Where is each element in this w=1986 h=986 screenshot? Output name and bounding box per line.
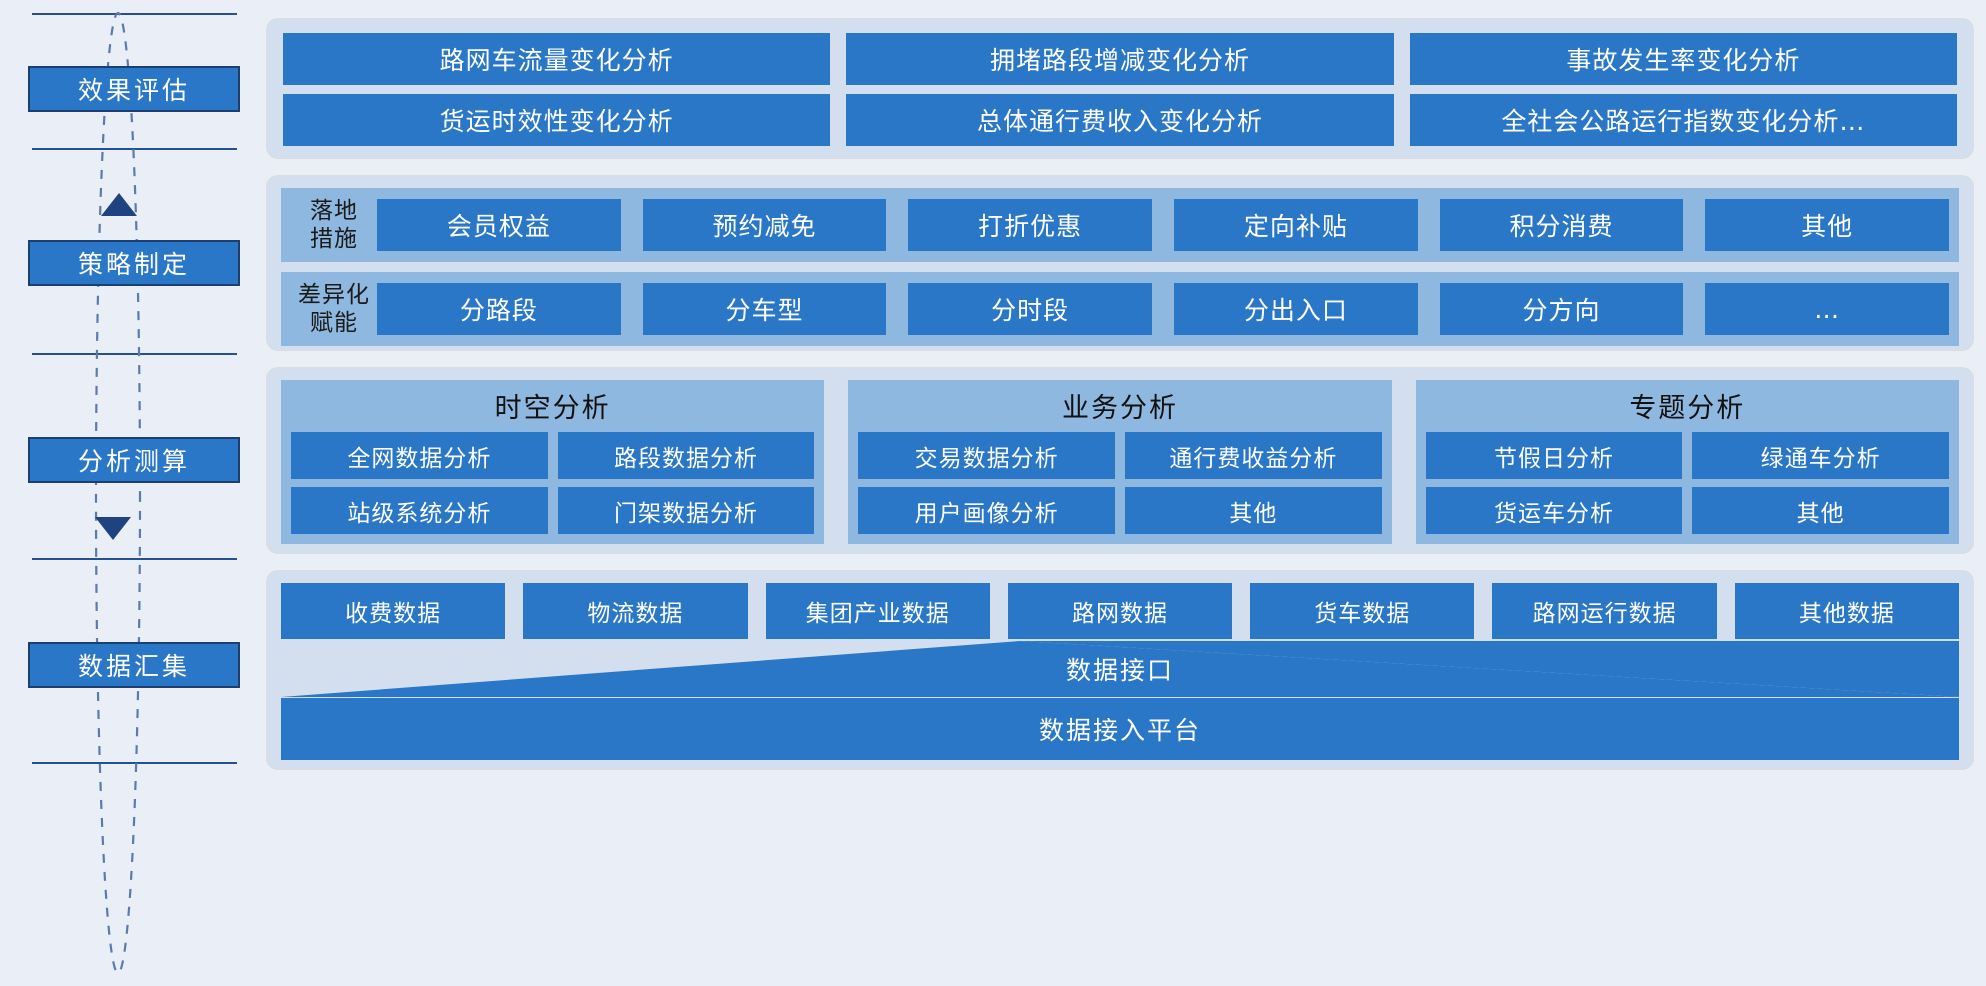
rail-divider-4 (32, 762, 237, 764)
arrow-down-icon (95, 517, 131, 540)
strategy-item[interactable]: 分车型 (642, 283, 887, 335)
strategy-item[interactable]: 打折优惠 (908, 199, 1152, 251)
data-source-item[interactable]: 路网运行数据 (1492, 583, 1717, 639)
evaluation-item[interactable]: 拥堵路段增减变化分析 (846, 33, 1394, 85)
data-source-item[interactable]: 路网数据 (1007, 583, 1233, 639)
stage-item-effect-evaluation[interactable]: 效果评估 (28, 66, 240, 112)
strategy-item[interactable]: … (1705, 283, 1949, 335)
analysis-column-group: 时空分析 全网数据分析 路段数据分析 站级系统分析 门架数据分析 业务分析 交易… (281, 380, 1959, 544)
analysis-column-thematic: 专题分析 节假日分析 绿通车分析 货运车分析 其他 (1415, 380, 1959, 544)
stage-item-analysis-calculation[interactable]: 分析测算 (28, 437, 240, 483)
analysis-column-title: 时空分析 (494, 393, 611, 424)
analysis-item[interactable]: 节假日分析 (1425, 432, 1683, 479)
analysis-column-title: 业务分析 (1061, 393, 1178, 424)
strategy-row-label: 落地 措施 (310, 198, 358, 252)
panel-analysis-calculation: 时空分析 全网数据分析 路段数据分析 站级系统分析 门架数据分析 业务分析 交易… (266, 367, 1974, 554)
stage-rail: 效果评估 策略制定 分析测算 数据汇集 (0, 0, 266, 986)
stage-label: 效果评估 (77, 76, 190, 105)
strategy-item[interactable]: 积分消费 (1439, 199, 1684, 251)
analysis-item-grid: 节假日分析 绿通车分析 货运车分析 其他 (1425, 432, 1949, 534)
analysis-column-spatiotemporal: 时空分析 全网数据分析 路段数据分析 站级系统分析 门架数据分析 (281, 380, 825, 544)
panel-strategy-formulation: 落地 措施 会员权益 预约减免 打折优惠 定向补贴 积分消费 其他 差异化 赋能… (266, 175, 1974, 351)
evaluation-item[interactable]: 全社会公路运行指数变化分析… (1409, 94, 1957, 146)
analysis-item[interactable]: 用户画像分析 (858, 487, 1115, 534)
stage-label: 策略制定 (77, 250, 190, 279)
evaluation-item[interactable]: 事故发生率变化分析 (1409, 33, 1957, 85)
strategy-item[interactable]: 定向补贴 (1174, 199, 1418, 251)
data-interface-funnel[interactable]: 数据接口 (281, 641, 1959, 697)
evaluation-item[interactable]: 总体通行费收入变化分析 (846, 94, 1394, 146)
data-source-item[interactable]: 货车数据 (1250, 583, 1475, 639)
data-source-item[interactable]: 收费数据 (281, 583, 506, 639)
analysis-item[interactable]: 门架数据分析 (557, 487, 815, 534)
analysis-item[interactable]: 路段数据分析 (557, 432, 815, 479)
analysis-item[interactable]: 其他 (1124, 487, 1382, 534)
panel-data-collection: 收费数据 物流数据 集团产业数据 路网数据 货车数据 路网运行数据 其他数据 数… (266, 570, 1974, 770)
strategy-row-measures: 落地 措施 会员权益 预约减免 打折优惠 定向补贴 积分消费 其他 (281, 188, 1959, 262)
analysis-item[interactable]: 绿通车分析 (1692, 432, 1949, 479)
stage-label: 数据汇集 (77, 652, 190, 681)
strategy-item[interactable]: 分路段 (377, 283, 621, 335)
data-source-item[interactable]: 其他数据 (1734, 583, 1959, 639)
analysis-item[interactable]: 通行费收益分析 (1124, 432, 1382, 479)
analysis-item[interactable]: 货运车分析 (1425, 487, 1683, 534)
strategy-item[interactable]: 其他 (1705, 199, 1949, 251)
strategy-item-group: 分路段 分车型 分时段 分出入口 分方向 … (377, 272, 1949, 346)
evaluation-item[interactable]: 路网车流量变化分析 (283, 33, 831, 85)
strategy-row-differentiation: 差异化 赋能 分路段 分车型 分时段 分出入口 分方向 … (281, 272, 1959, 346)
strategy-item[interactable]: 会员权益 (377, 199, 621, 251)
data-platform-bar[interactable]: 数据接入平台 (281, 698, 1959, 760)
stage-label: 分析测算 (77, 447, 190, 476)
analysis-column-business: 业务分析 交易数据分析 通行费收益分析 用户画像分析 其他 (848, 380, 1392, 544)
data-source-item[interactable]: 物流数据 (523, 583, 748, 639)
strategy-item[interactable]: 分方向 (1439, 283, 1684, 335)
strategy-item-group: 会员权益 预约减免 打折优惠 定向补贴 积分消费 其他 (377, 188, 1949, 262)
content-column: 路网车流量变化分析 拥堵路段增减变化分析 事故发生率变化分析 货运时效性变化分析… (266, 0, 1986, 986)
analysis-item[interactable]: 全网数据分析 (291, 432, 548, 479)
stage-item-strategy-formulation[interactable]: 策略制定 (28, 240, 240, 286)
analysis-item[interactable]: 交易数据分析 (858, 432, 1115, 479)
panel-effect-evaluation: 路网车流量变化分析 拥堵路段增减变化分析 事故发生率变化分析 货运时效性变化分析… (266, 18, 1974, 159)
analysis-item[interactable]: 站级系统分析 (291, 487, 548, 534)
strategy-item[interactable]: 预约减免 (642, 199, 887, 251)
data-source-row: 收费数据 物流数据 集团产业数据 路网数据 货车数据 路网运行数据 其他数据 (281, 583, 1959, 639)
analysis-item-grid: 全网数据分析 路段数据分析 站级系统分析 门架数据分析 (291, 432, 815, 534)
strategy-row-label: 差异化 赋能 (298, 282, 370, 336)
arrow-up-icon (101, 193, 137, 216)
rail-divider-0 (32, 13, 237, 15)
evaluation-item-grid: 路网车流量变化分析 拥堵路段增减变化分析 事故发生率变化分析 货运时效性变化分析… (283, 33, 1957, 146)
stage-item-data-collection[interactable]: 数据汇集 (28, 642, 240, 688)
cycle-flow-graphic (94, 11, 142, 975)
strategy-item[interactable]: 分出入口 (1174, 283, 1418, 335)
funnel-shape-icon (281, 641, 1959, 697)
strategy-item[interactable]: 分时段 (908, 283, 1152, 335)
data-source-item[interactable]: 集团产业数据 (765, 583, 990, 639)
rail-divider-1 (32, 148, 237, 150)
analysis-item-grid: 交易数据分析 通行费收益分析 用户画像分析 其他 (858, 432, 1382, 534)
rail-divider-3 (32, 558, 237, 560)
analysis-column-title: 专题分析 (1629, 393, 1746, 424)
rail-divider-2 (32, 353, 237, 355)
evaluation-item[interactable]: 货运时效性变化分析 (283, 94, 831, 146)
cycle-ellipse-icon (94, 11, 142, 975)
analysis-item[interactable]: 其他 (1692, 487, 1949, 534)
